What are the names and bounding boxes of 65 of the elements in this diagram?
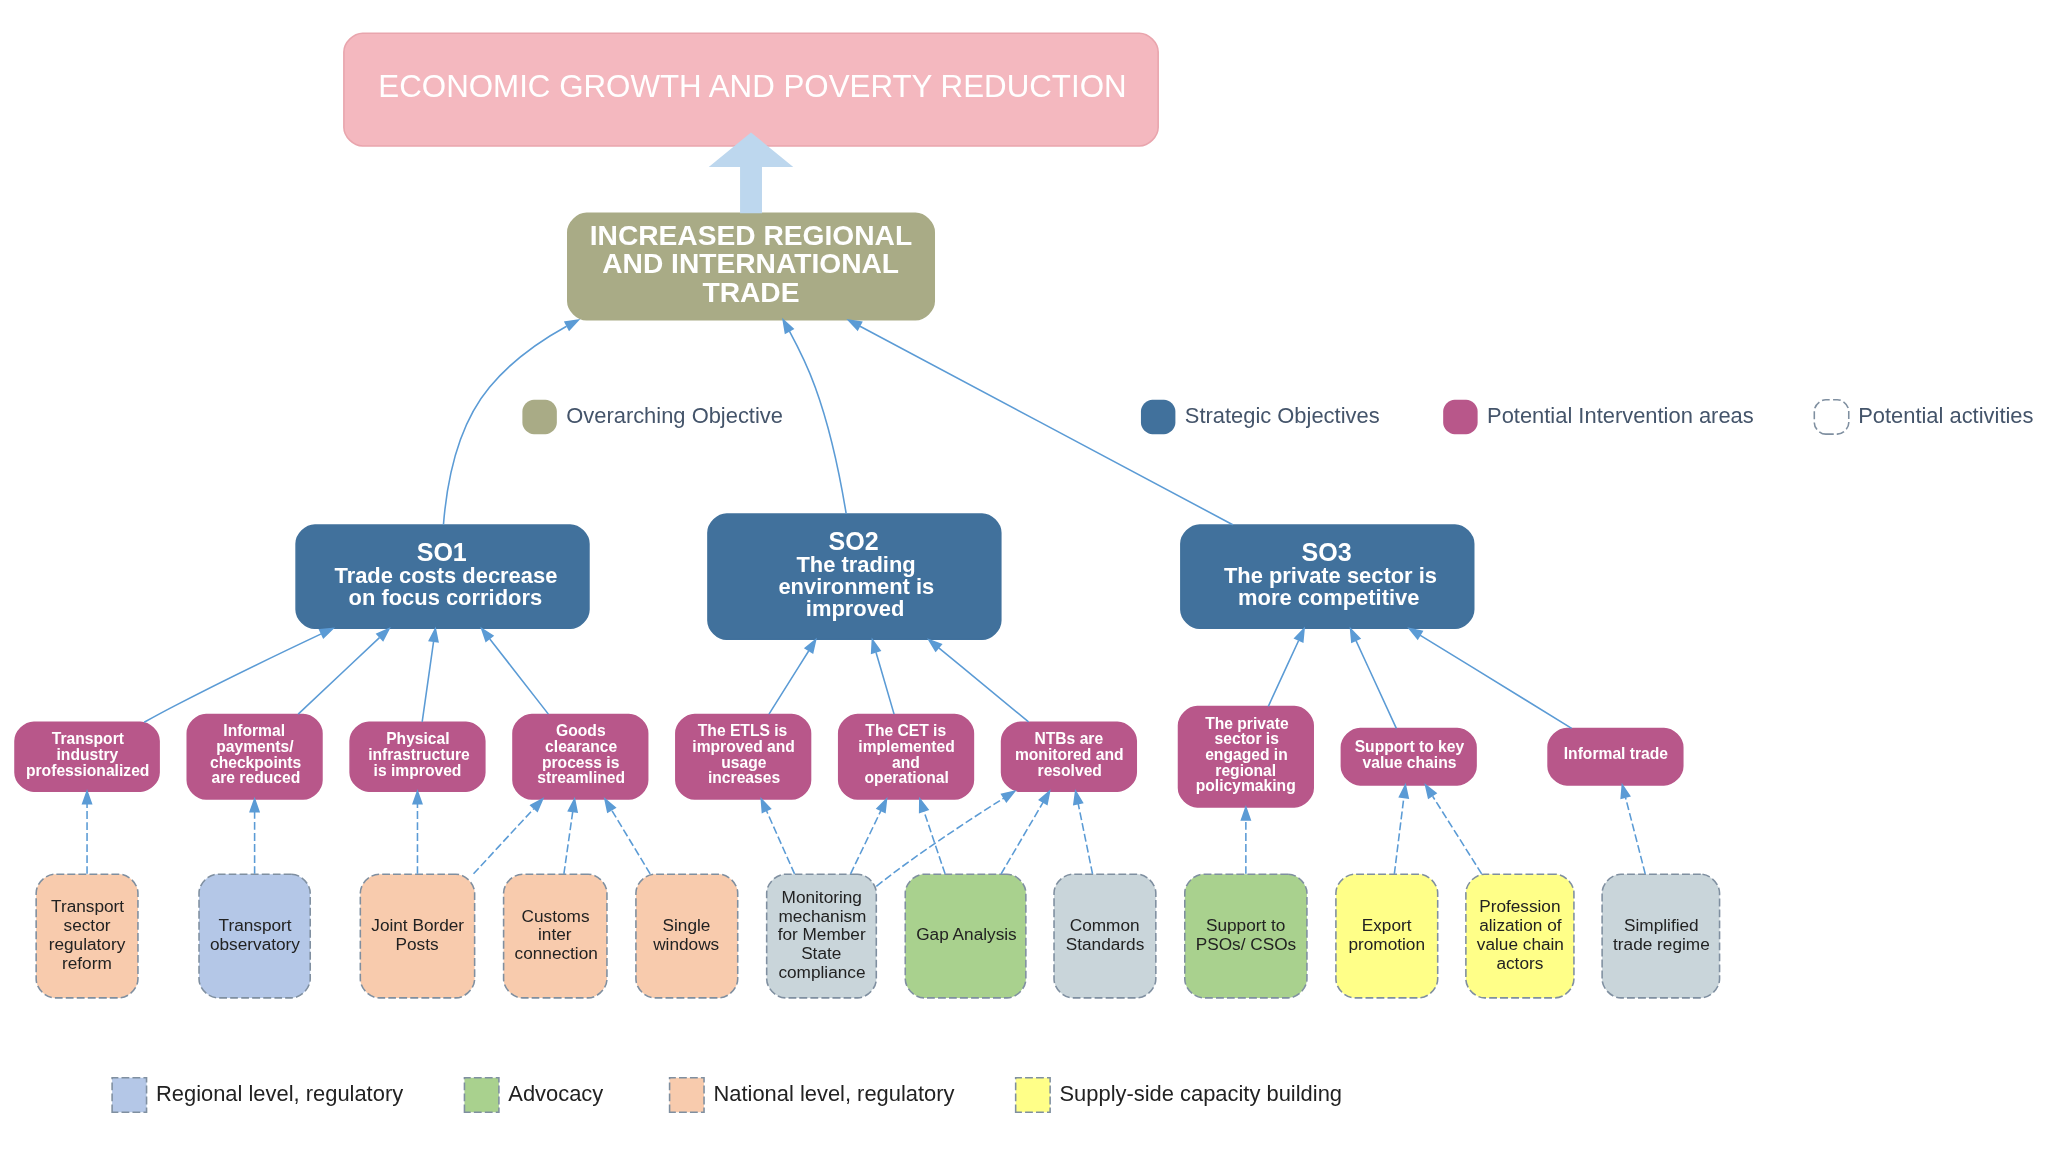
arrow (1349, 626, 1398, 729)
node-box: Informal payments/ checkpoints are reduced (186, 713, 323, 800)
arrow (143, 626, 336, 723)
node-box: SO2 The trading environment is improved (707, 512, 1002, 640)
arrow (563, 796, 579, 875)
node-box: SO3 The private sector is more competitive (1180, 523, 1475, 629)
arrow (297, 626, 391, 715)
node-box: Transport sector regulatory reform (35, 872, 139, 999)
legend-label: Supply-side capacity building (1059, 1080, 1343, 1106)
node-box: Transport observatory (198, 872, 311, 999)
node-box: Support to PSOs/ CSOs (1184, 872, 1308, 999)
arrow (1240, 804, 1252, 875)
arrow (927, 637, 1030, 723)
arrow (760, 796, 796, 875)
node-box: Customs inter connection (502, 872, 608, 999)
node-box: Support to key value chains (1340, 727, 1477, 786)
arrow (1072, 788, 1094, 875)
arrow (603, 796, 651, 875)
node-box: The CET is implemented and operational (837, 713, 975, 800)
node-box: Joint Border Posts (359, 872, 476, 999)
node-box: The private sector is engaged in regional policymaking (1177, 705, 1314, 808)
arrow (918, 796, 946, 875)
legend-label: Potential Intervention areas (1487, 402, 1754, 428)
node-box: ECONOMIC GROWTH AND POVERTY REDUCTION (343, 31, 1159, 147)
arrow (442, 318, 581, 525)
arrow (1393, 782, 1410, 875)
arrow (421, 625, 439, 723)
node-box: SO1 Trade costs decrease on focus corridors (295, 523, 590, 629)
legend-label: Advocacy (508, 1080, 604, 1106)
arrow (1407, 626, 1573, 729)
arrow (870, 637, 895, 715)
arrow (1000, 788, 1051, 875)
arrow (249, 796, 261, 875)
legend-label: Strategic Objectives (1184, 402, 1380, 428)
node-box: Profession alization of value chain actors (1465, 872, 1575, 999)
arrow (708, 131, 794, 213)
arrow (81, 788, 93, 875)
arrow (1424, 782, 1483, 875)
arrow (782, 317, 847, 515)
node-box: Informal trade (1547, 727, 1684, 786)
node-box: The ETLS is improved and usage increases (675, 713, 812, 800)
node-box: Single windows (635, 872, 739, 999)
arrow (849, 796, 888, 875)
arrow (412, 788, 423, 875)
node-box: Physical infrastructure is improved (349, 721, 486, 792)
arrow (768, 637, 817, 715)
node-box: Export promotion (1335, 872, 1439, 999)
arrow (846, 318, 1234, 526)
node-box: Common Standards (1053, 872, 1157, 999)
node-box: Monitoring mechanism for Member State compliance (765, 872, 878, 999)
arrow (875, 789, 1017, 887)
legend-label: Regional level, regulatory (155, 1080, 404, 1106)
arrow (1267, 626, 1306, 707)
node-box: Gap Analysis (904, 872, 1027, 999)
node-box: Transport industry professionalized (14, 721, 160, 792)
legend-label: National level, regulatory (713, 1080, 955, 1106)
arrow (1620, 782, 1646, 875)
legend-label: Potential activities (1858, 402, 2034, 428)
node-box: INCREASED REGIONAL AND INTERNATIONAL TRADE (567, 212, 936, 321)
node-box: Simplified trade regime (1601, 872, 1721, 999)
arrow (480, 626, 550, 715)
node-box: Goods clearance process is streamlined (512, 713, 649, 800)
arrow (472, 796, 545, 875)
legend-label: Overarching Objective (566, 402, 783, 428)
node-box: NTBs are monitored and resolved (1000, 721, 1138, 792)
